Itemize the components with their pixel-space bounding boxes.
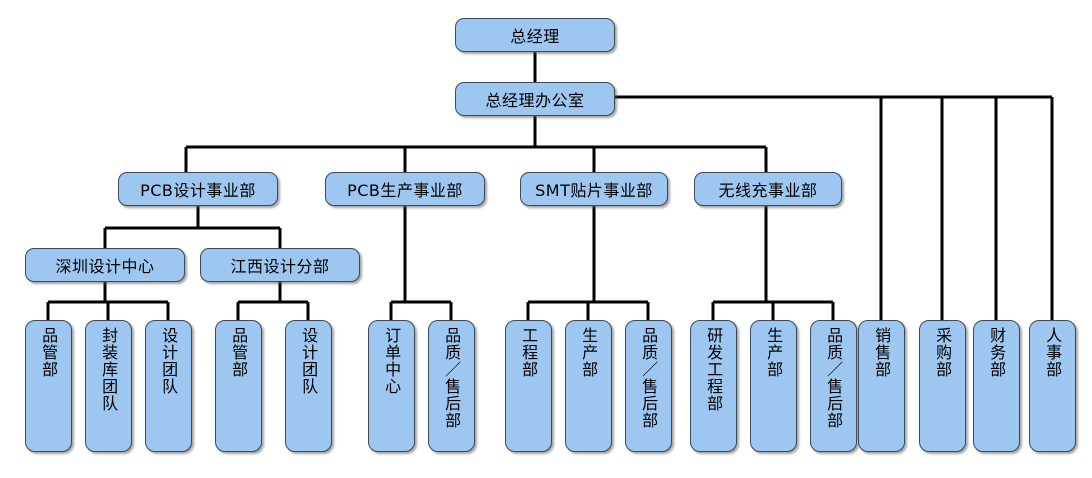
node-general-manager[interactable]: 总经理 xyxy=(455,18,615,52)
node-jx-design[interactable]: 设计团队 xyxy=(285,320,332,452)
node-pcb-design[interactable]: PCB设计事业部 xyxy=(118,172,278,206)
department-label: 订单中心 xyxy=(382,327,402,395)
node-pp-qa[interactable]: 品质／售后部 xyxy=(428,320,475,452)
department-label: 封装库团队 xyxy=(99,327,119,412)
node-pcb-prod[interactable]: PCB生产事业部 xyxy=(325,172,485,206)
department-label: 品质／售后部 xyxy=(442,327,462,429)
node-sz-lib[interactable]: 封装库团队 xyxy=(85,320,132,452)
node-purchase[interactable]: 采购部 xyxy=(919,320,966,452)
node-sz-center[interactable]: 深圳设计中心 xyxy=(25,248,185,282)
node-wl-rd[interactable]: 研发工程部 xyxy=(690,320,737,452)
node-sales[interactable]: 销售部 xyxy=(858,320,905,452)
node-smt-qa[interactable]: 品质／售后部 xyxy=(625,320,672,452)
node-wireless[interactable]: 无线充事业部 xyxy=(694,172,842,206)
department-label: 销售部 xyxy=(872,327,892,378)
department-label: 生产部 xyxy=(764,327,784,378)
node-jx-branch[interactable]: 江西设计分部 xyxy=(200,248,360,282)
node-pp-order[interactable]: 订单中心 xyxy=(368,320,415,452)
node-sz-design[interactable]: 设计团队 xyxy=(145,320,192,452)
node-wl-qa[interactable]: 品质／售后部 xyxy=(810,320,857,452)
node-smt[interactable]: SMT贴片事业部 xyxy=(520,172,668,206)
node-hr[interactable]: 人事部 xyxy=(1029,320,1076,452)
department-label: 品管部 xyxy=(39,327,59,378)
department-label: 采购部 xyxy=(933,327,953,378)
department-label: 财务部 xyxy=(987,327,1007,378)
department-label: 工程部 xyxy=(519,327,539,378)
department-label: 品管部 xyxy=(229,327,249,378)
department-label: 品质／售后部 xyxy=(639,327,659,429)
department-label: 生产部 xyxy=(579,327,599,378)
node-general-manager-office[interactable]: 总经理办公室 xyxy=(455,82,615,116)
node-smt-prod[interactable]: 生产部 xyxy=(565,320,612,452)
node-smt-eng[interactable]: 工程部 xyxy=(505,320,552,452)
node-jx-qc[interactable]: 品管部 xyxy=(215,320,262,452)
node-finance[interactable]: 财务部 xyxy=(973,320,1020,452)
node-wl-prod[interactable]: 生产部 xyxy=(750,320,797,452)
department-label: 品质／售后部 xyxy=(824,327,844,429)
department-label: 研发工程部 xyxy=(704,327,724,412)
node-sz-qc[interactable]: 品管部 xyxy=(25,320,72,452)
department-label: 设计团队 xyxy=(299,327,319,395)
department-label: 人事部 xyxy=(1043,327,1063,378)
department-label: 设计团队 xyxy=(159,327,179,395)
